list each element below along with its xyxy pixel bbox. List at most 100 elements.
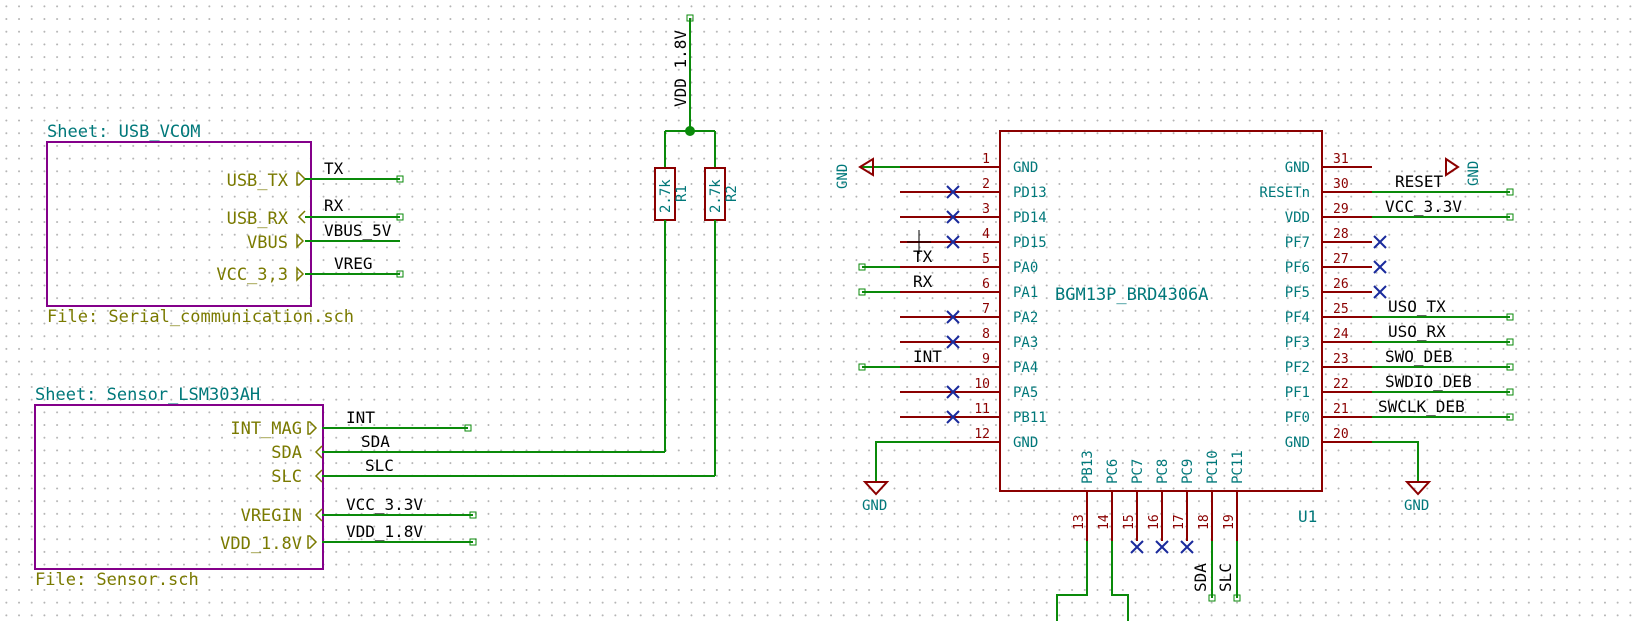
sheet-usb-vcom[interactable]: Sheet: USB_VCOM File: Serial_communicati… (46, 122, 404, 327)
wire-end (1208, 594, 1216, 602)
wire[interactable] (1056, 541, 1088, 621)
gnd-label: GND (862, 498, 887, 514)
ic-pin-number: 16 (1147, 514, 1162, 530)
net-label-sda[interactable]: SDA (361, 432, 390, 451)
ic-pin-name: PC9 (1180, 459, 1196, 484)
net-label-vreg[interactable]: VREG (334, 254, 373, 273)
ic-pin-name: PA4 (1013, 360, 1038, 376)
net-label-vdd-18v[interactable]: VDD_1.8V (346, 522, 423, 541)
ic-pin-name: PC11 (1230, 450, 1246, 484)
no-connect-icon[interactable] (946, 335, 960, 349)
net-label-vcc-33v-mcu[interactable]: VCC_3.3V (1385, 197, 1462, 216)
net-label-slc-mcu[interactable]: SLC (1216, 563, 1235, 592)
mcu-left-nets[interactable]: TX RX INT (858, 166, 942, 371)
ic-pin-name: PB13 (1080, 450, 1096, 484)
net-label-vdd-top[interactable]: VDD_1.8V (671, 30, 690, 107)
gnd-symbol-icon[interactable] (862, 481, 890, 496)
wire-end (1506, 188, 1514, 196)
net-label-rx-mcu[interactable]: RX (913, 272, 933, 291)
output-pin-icon (296, 172, 307, 186)
no-connect-icon[interactable] (946, 210, 960, 224)
no-connect-icon[interactable] (946, 410, 960, 424)
no-connect-icon[interactable] (946, 385, 960, 399)
net-label-rx[interactable]: RX (324, 196, 344, 215)
pullup-resistors[interactable]: VDD_1.8V 2.7k R1 2.7k R2 (654, 14, 740, 476)
net-label-uso-rx[interactable]: USO_RX (1388, 322, 1446, 341)
ic-pin-number: 22 (1333, 377, 1349, 392)
no-connect-icon[interactable] (1373, 235, 1387, 249)
no-connect-icon[interactable] (1180, 540, 1194, 554)
no-connect-icon[interactable] (1155, 540, 1169, 554)
no-connect-icon[interactable] (946, 185, 960, 199)
output-pin-icon (307, 535, 318, 549)
gnd-symbol-icon[interactable] (1404, 481, 1432, 496)
sheet-pin-vregin: VREGIN (241, 506, 302, 526)
no-connect-icon[interactable] (946, 310, 960, 324)
net-label-uso-tx[interactable]: USO_TX (1388, 297, 1446, 316)
sheet-title: Sheet: Sensor_LSM303AH (35, 385, 260, 405)
ic-pin-name: PF2 (1285, 360, 1310, 376)
no-connect-icon[interactable] (1130, 540, 1144, 554)
ic-pin-name: PB11 (1013, 410, 1047, 426)
wire-end (1506, 388, 1514, 396)
net-label-swclk-deb[interactable]: SWCLK_DEB (1378, 397, 1465, 416)
r2-value: 2.7k (708, 179, 724, 213)
ic-pin-number: 17 (1172, 514, 1187, 530)
mcu-bottom-nets[interactable]: SDA SLC (1056, 541, 1241, 621)
gnd-label: GND (1466, 161, 1482, 186)
sheet-box[interactable] (34, 404, 324, 570)
net-label-tx[interactable]: TX (324, 159, 344, 178)
wire-end (1506, 213, 1514, 221)
ic-pin-number: 9 (982, 352, 990, 367)
mcu-right-nets[interactable]: RESET VCC_3.3V USO_TX USO_RX SWO_DEB SWD… (1372, 172, 1514, 421)
gnd-symbols[interactable]: GND GND GND GND (835, 157, 1482, 514)
wire-end (1233, 594, 1241, 602)
ic-pin-number: 26 (1333, 277, 1349, 292)
ic-pin-name: PC6 (1105, 459, 1121, 484)
ic-pin-name: GND (1285, 435, 1310, 451)
net-label-vcc-33v[interactable]: VCC_3.3V (346, 495, 423, 514)
net-label-swdio-deb[interactable]: SWDIO_DEB (1385, 372, 1472, 391)
ic-name: BGM13P_BRD4306A (1055, 285, 1209, 305)
gnd-symbol-icon[interactable] (858, 157, 874, 177)
ic-pins[interactable]: 1GND2PD133PD144PD155PA06PA17PA28PA39PA41… (900, 152, 1387, 554)
sheet-pin-int-mag: INT_MAG (230, 419, 302, 439)
ic-pin-number: 20 (1333, 427, 1349, 442)
net-label-tx-mcu[interactable]: TX (913, 247, 933, 266)
no-connect-icon[interactable] (1373, 260, 1387, 274)
output-pin-icon (307, 421, 318, 435)
no-connect-icon[interactable] (1373, 285, 1387, 299)
net-label-reset[interactable]: RESET (1395, 172, 1444, 191)
net-label-int[interactable]: INT (346, 408, 375, 427)
gnd-label: GND (1404, 498, 1429, 514)
wire[interactable] (1111, 541, 1129, 621)
r1-value: 2.7k (658, 179, 674, 213)
ic-pin-number: 2 (982, 177, 990, 192)
ic-pin-number: 15 (1122, 514, 1137, 530)
bidir-pin-icon (314, 445, 323, 459)
ic-pin-name: PC10 (1205, 450, 1221, 484)
wire-end (1506, 313, 1514, 321)
net-label-slc[interactable]: SLC (365, 456, 394, 475)
no-connect-icon[interactable] (946, 235, 960, 249)
ic-pin-number: 30 (1333, 177, 1349, 192)
ic-pin-name: PD15 (1013, 235, 1047, 251)
sheet-sensor-lsm303ah[interactable]: Sheet: Sensor_LSM303AH File: Sensor.sch … (34, 385, 715, 590)
net-label-vbus-5v[interactable]: VBUS_5V (324, 221, 392, 240)
gnd-symbol-icon[interactable] (1445, 157, 1460, 177)
net-label-sda-mcu[interactable]: SDA (1191, 563, 1210, 592)
ic-pin-number: 12 (974, 427, 990, 442)
output-pin-icon (296, 266, 305, 282)
net-label-swo-deb[interactable]: SWO_DEB (1385, 347, 1452, 366)
ic-pin-name: PD14 (1013, 210, 1047, 226)
ic-pin-number: 13 (1072, 514, 1087, 530)
wire-end (396, 213, 404, 221)
net-label-int-mcu[interactable]: INT (913, 347, 942, 366)
ic-u1[interactable]: BGM13P_BRD4306A U1 1GND2PD133PD144PD155P… (900, 130, 1387, 554)
wire[interactable] (1372, 441, 1419, 482)
ic-pin-name: PA2 (1013, 310, 1038, 326)
wire[interactable] (875, 441, 950, 482)
ic-pin-number: 23 (1333, 352, 1349, 367)
sheet-box[interactable] (46, 141, 312, 307)
sheet-file: File: Serial_communication.sch (47, 307, 354, 327)
